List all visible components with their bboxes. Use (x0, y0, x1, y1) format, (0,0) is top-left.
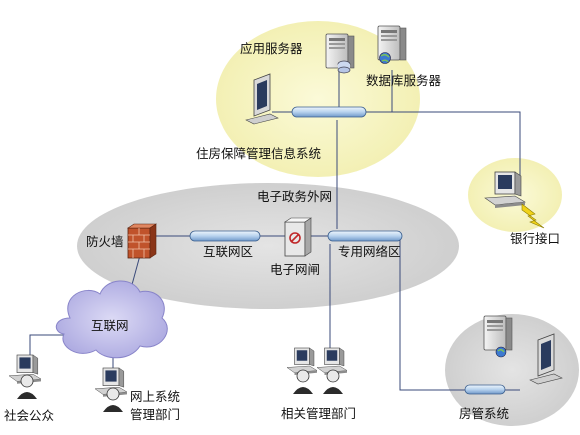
lightning-icon (521, 203, 545, 229)
housing-system-halo (216, 21, 420, 177)
server-icon (325, 33, 355, 74)
bus-private-zone (327, 230, 403, 242)
label-db-server: 数据库服务器 (366, 73, 442, 88)
db-server-icon (377, 25, 407, 64)
label-internet-zone: 互联网区 (203, 244, 253, 259)
label-bank-interface: 银行接口 (510, 231, 560, 246)
label-e-gateway: 电子网闸 (270, 262, 320, 277)
cloud-icon (55, 280, 168, 359)
label-app-server: 应用服务器 (240, 41, 303, 56)
bus-top (291, 106, 367, 118)
label-housing-mgmt: 房管系统 (459, 406, 509, 421)
bus-internet-zone (189, 230, 261, 242)
label-private-zone: 专用网络区 (338, 244, 401, 259)
connection-lines (29, 70, 521, 391)
user-group-online-mgmt (94, 367, 128, 413)
server-icon (483, 315, 513, 358)
gateway-icon (284, 217, 312, 257)
label-online-mgmt-2: 管理部门 (130, 407, 180, 422)
label-public: 社会公众 (4, 408, 54, 423)
label-egov-extranet: 电子政务外网 (257, 189, 332, 204)
label-housing-system: 住房保障管理信息系统 (196, 146, 321, 161)
egov-extranet-zone (77, 183, 459, 309)
user-group-related-depts (286, 347, 348, 395)
label-firewall: 防火墙 (86, 234, 124, 249)
firewall-icon (127, 223, 157, 259)
bank-interface-halo (468, 158, 562, 232)
bus-housing-mgmt (464, 384, 506, 395)
label-related-depts: 相关管理部门 (281, 406, 356, 421)
user-group-public (8, 354, 42, 400)
label-internet: 互联网 (91, 318, 129, 333)
label-online-mgmt-1: 网上系统 (130, 389, 180, 404)
